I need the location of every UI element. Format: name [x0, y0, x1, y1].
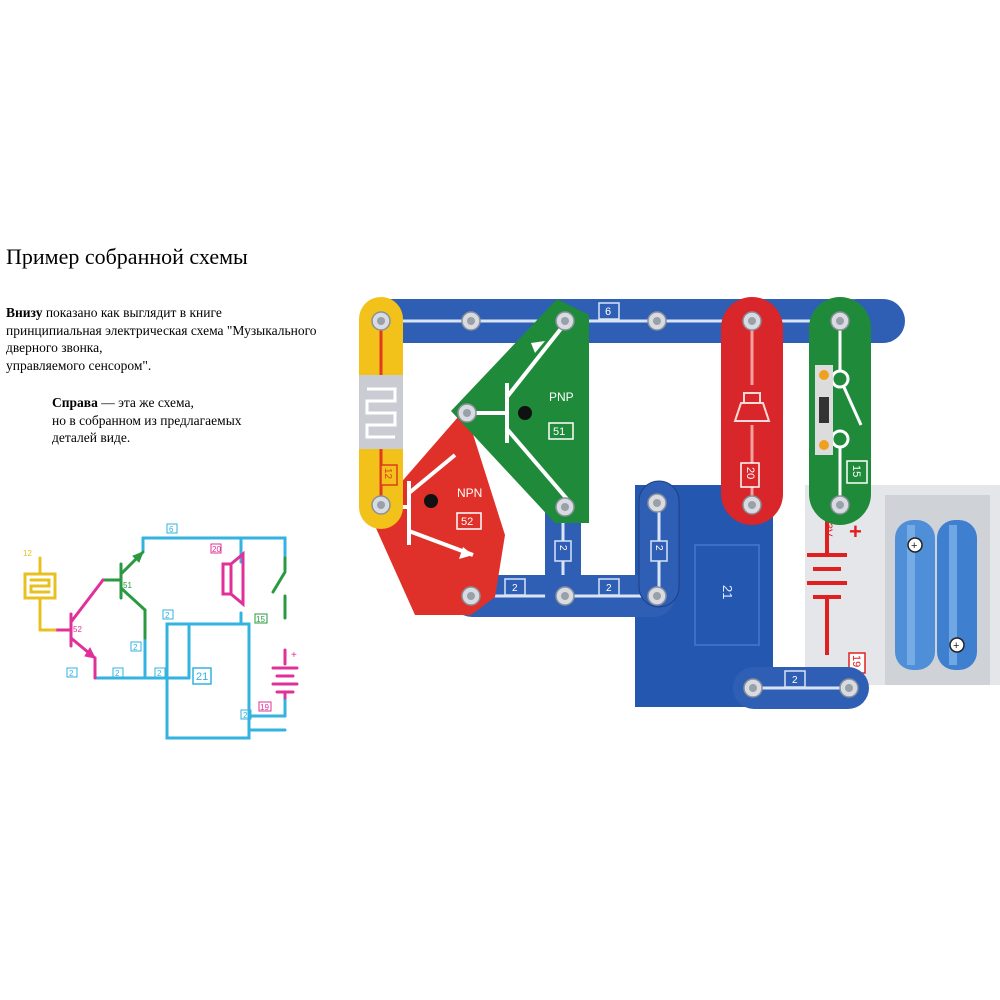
snap-center: [748, 501, 756, 509]
npn-label: NPN: [457, 486, 482, 500]
wire-2a-label: 2: [557, 545, 568, 551]
schem-w2-label: 2: [69, 669, 74, 678]
wire-2c-label: 2: [606, 583, 612, 594]
note-line2: но в собранном из предлагаемых: [52, 412, 242, 428]
schem-touch-label: 12: [23, 549, 32, 558]
npn-transistor-52: [371, 409, 505, 615]
schem-ic-label: 21: [196, 671, 208, 683]
snap-center: [653, 592, 661, 600]
wire-2e-label: 2: [792, 675, 798, 686]
schem-w3-label: 2: [115, 669, 120, 678]
snap-center: [653, 499, 661, 507]
schem-top-wire-label: 6: [169, 525, 174, 534]
schem-npn-label: 52: [73, 625, 82, 634]
schem-switch-label: 15: [256, 615, 265, 624]
intro-paragraph: Внизу показано как выглядит в книге прин…: [6, 304, 356, 374]
schem-w5-label: 2: [165, 611, 170, 620]
snap-center: [748, 317, 756, 325]
note-line1: — эта же схема,: [97, 395, 194, 410]
snap-center: [653, 317, 661, 325]
plus-icon: [907, 537, 923, 553]
intro-line2: принципиальная электрическая схема "Музы…: [6, 322, 317, 338]
schem-speaker-label: 20: [212, 545, 221, 554]
ic-num-label: 21: [720, 585, 735, 599]
intro-line4: управляемого сенсором".: [6, 357, 152, 373]
schem-w1-label: 2: [133, 643, 138, 652]
page-title: Пример собранной схемы: [6, 244, 248, 269]
battery-plus-label: +: [849, 519, 862, 544]
schematic-diagram: 6 20 15 12 51 52 + 19 2 2 2 2 2 2 21: [23, 523, 299, 740]
schem-w6-label: 2: [243, 711, 248, 720]
snap-center: [561, 317, 569, 325]
pnp-num-label: 51: [553, 426, 565, 438]
snap-center: [377, 501, 385, 509]
snap-center: [749, 684, 757, 692]
snap-center: [561, 503, 569, 511]
wire-2d-label: 2: [653, 545, 664, 551]
schem-battery-label: 19: [260, 703, 269, 712]
plus-icon: [949, 637, 965, 653]
snap-center: [845, 684, 853, 692]
schem-pnp-label: 51: [123, 581, 132, 590]
snap-center: [836, 501, 844, 509]
snap-center: [463, 409, 471, 417]
note-paragraph: Справа — эта же схема, но в собранном из…: [52, 394, 352, 447]
speaker-num-label: 20: [744, 467, 756, 479]
battery-voltage-label: 3V: [822, 523, 834, 537]
wire-2b-label: 2: [512, 583, 518, 594]
speaker-20: [721, 297, 783, 525]
snap-connectors: [371, 311, 859, 698]
switch-num-label: 15: [850, 465, 862, 477]
wire-top-num-label: 6: [605, 306, 611, 318]
assembled-board: + + 3V + 19 21 6 2 2 2 2 2: [359, 297, 1000, 709]
touch-num-label: 12: [382, 468, 393, 480]
snap-center: [377, 317, 385, 325]
snap-center: [467, 592, 475, 600]
battery-num-label: 19: [850, 655, 862, 667]
intro-line1: показано как выглядит в книге: [42, 305, 222, 320]
note-line3: деталей виде.: [52, 430, 131, 445]
snap-center: [836, 317, 844, 325]
snap-center: [561, 592, 569, 600]
intro-line3: дверного звонка,: [6, 340, 103, 355]
schem-w4-label: 2: [157, 669, 162, 678]
svg-text:+: +: [953, 640, 959, 652]
schem-battery-plus: +: [291, 650, 297, 661]
pnp-label: PNP: [549, 390, 574, 404]
svg-text:+: +: [911, 540, 917, 552]
npn-num-label: 52: [461, 516, 473, 528]
intro-bold: Внизу: [6, 305, 43, 320]
note-bold: Справа: [52, 395, 98, 410]
snap-center: [467, 317, 475, 325]
